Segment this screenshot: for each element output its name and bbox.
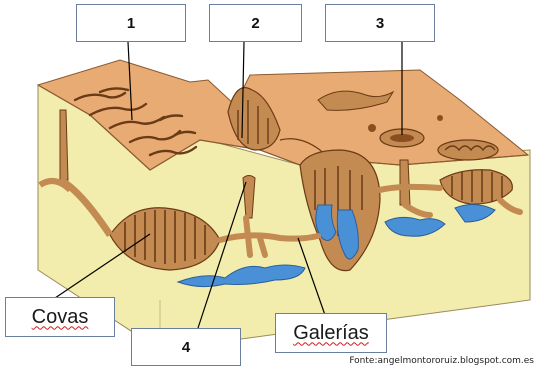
label-box-galerias: Galerías bbox=[275, 313, 387, 353]
label-box-covas: Covas bbox=[5, 297, 115, 337]
label-box-4: 4 bbox=[131, 328, 241, 366]
label-1-text: 1 bbox=[127, 15, 135, 32]
label-box-1: 1 bbox=[76, 4, 186, 42]
label-box-2: 2 bbox=[209, 4, 302, 42]
label-2-text: 2 bbox=[251, 15, 259, 32]
label-galerias-text: Galerías bbox=[293, 322, 369, 345]
label-covas-text: Covas bbox=[32, 306, 89, 329]
source-credit: Fonte:angelmontororuiz.blogspot.com.es bbox=[349, 356, 534, 366]
label-box-3: 3 bbox=[325, 4, 435, 42]
label-3-text: 3 bbox=[376, 15, 384, 32]
label-4-text: 4 bbox=[182, 339, 190, 356]
